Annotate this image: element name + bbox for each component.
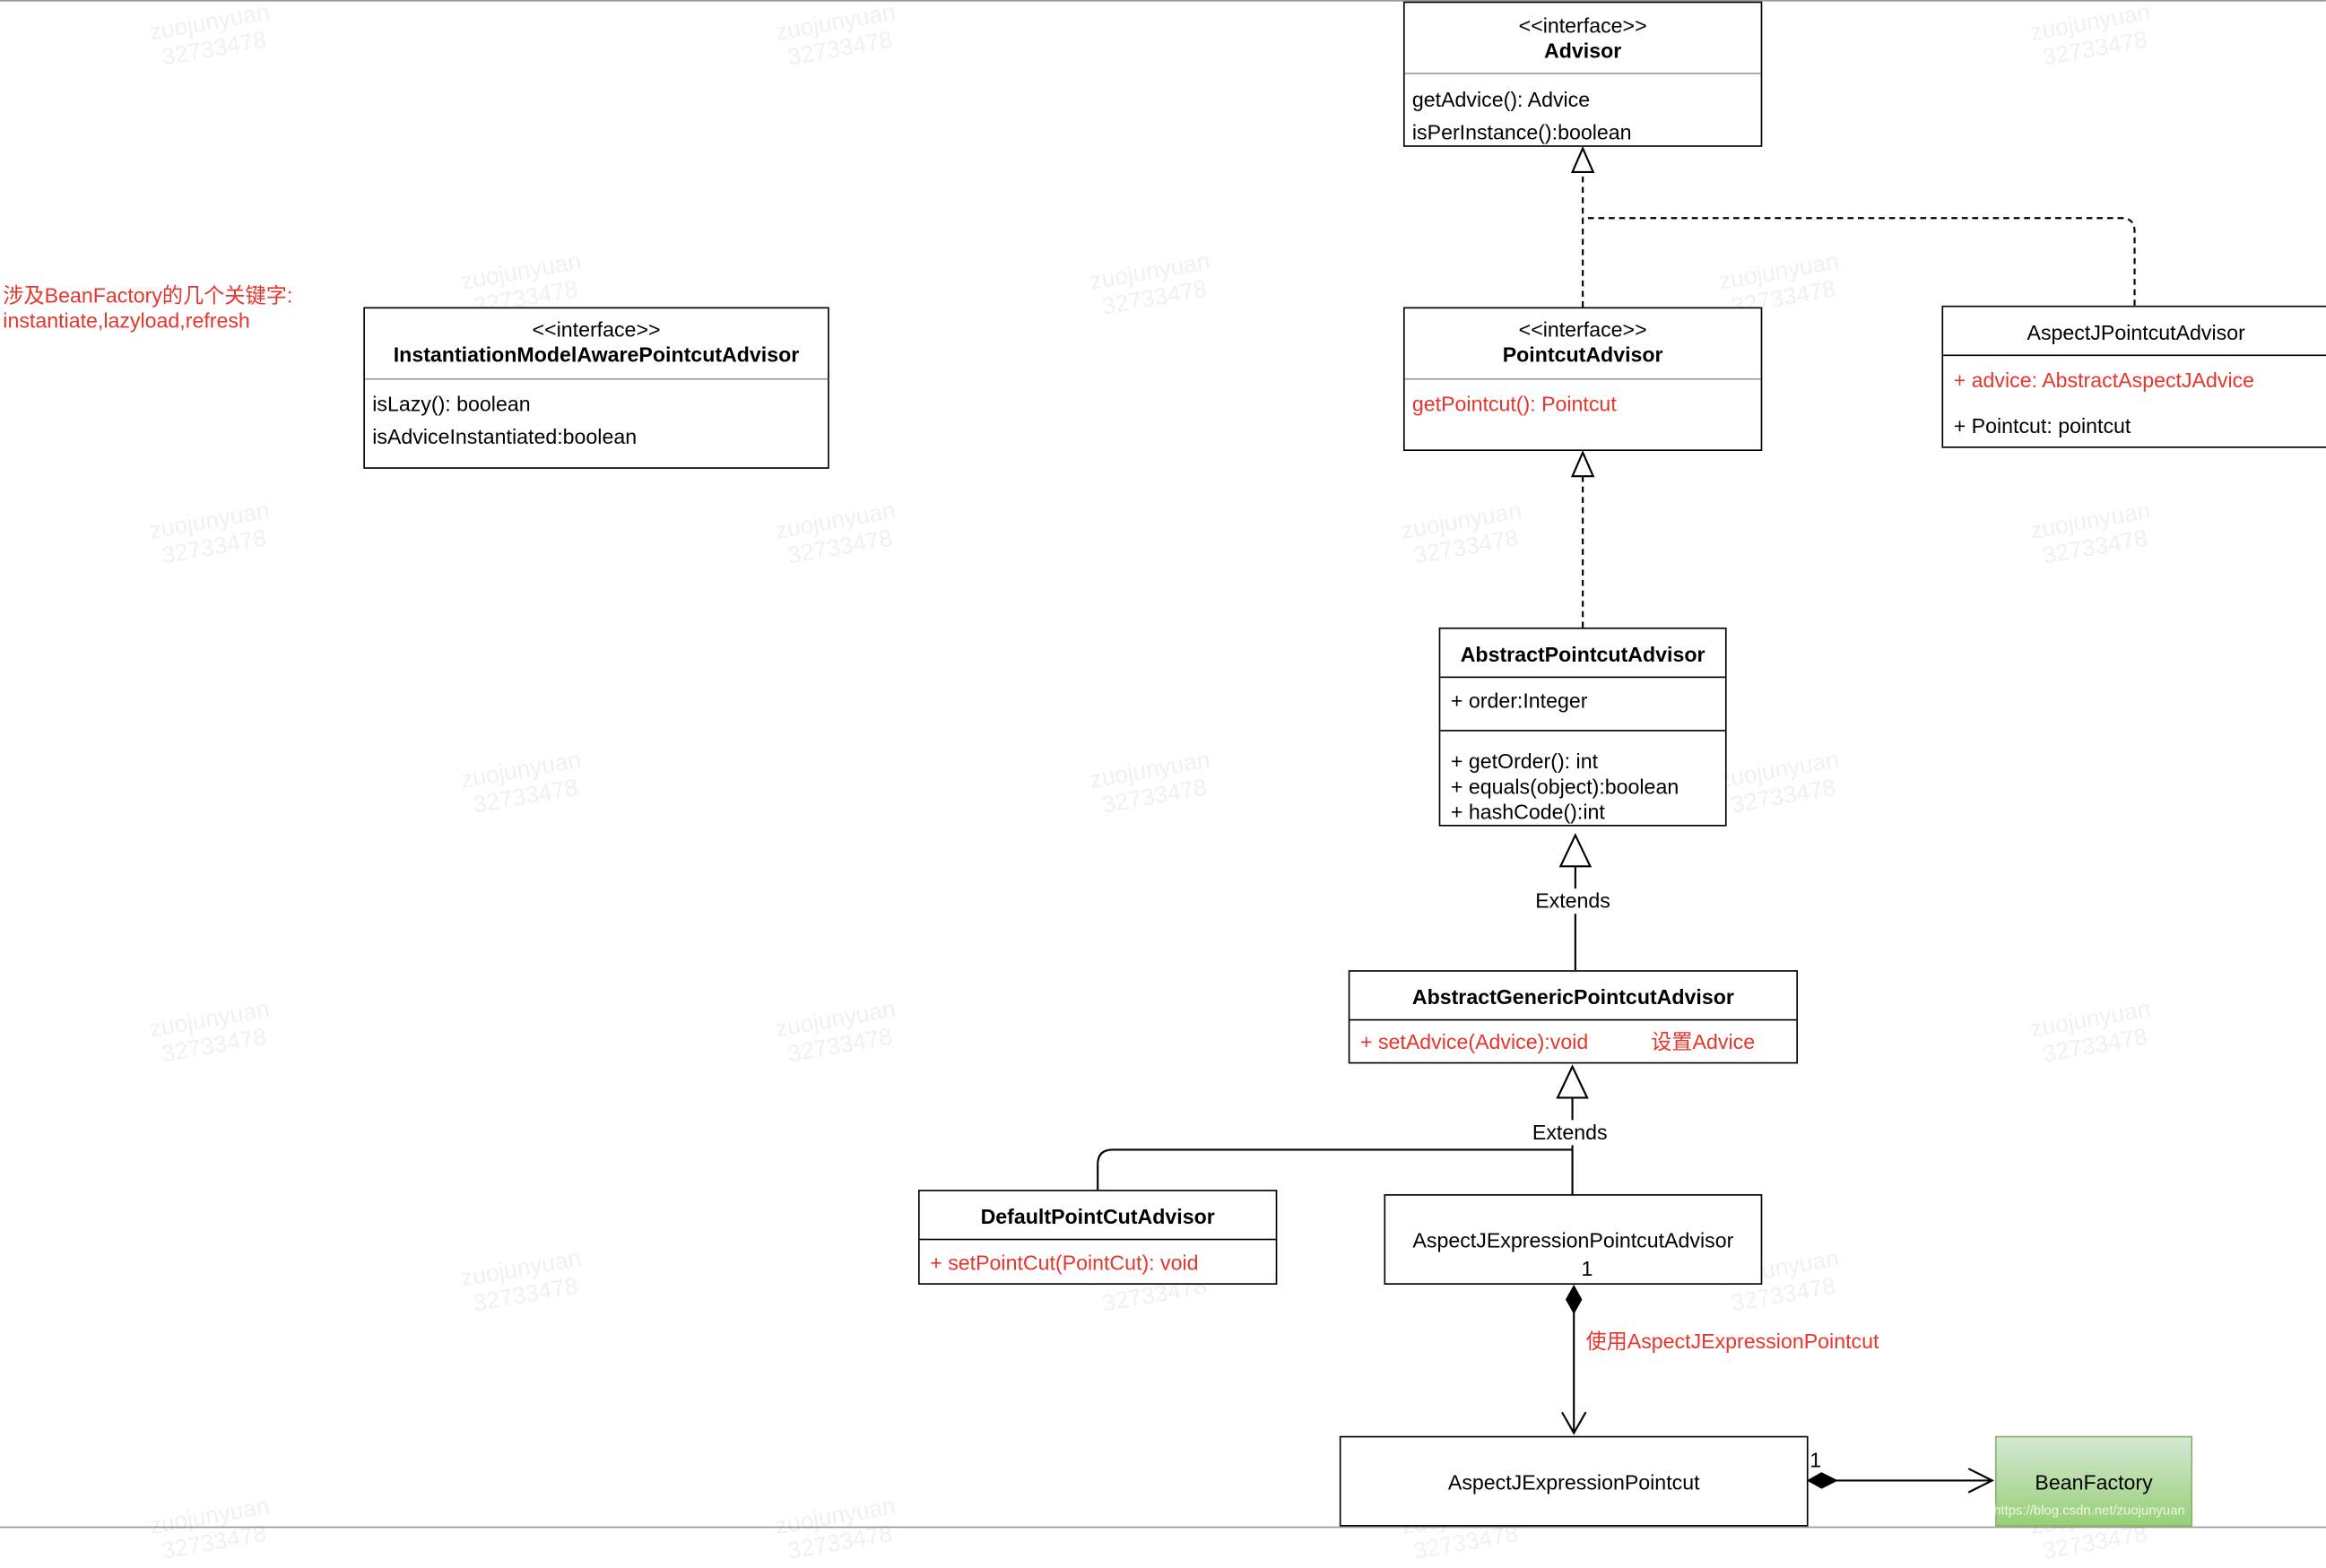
extends-label-2: Extends xyxy=(1532,1120,1608,1146)
class-box-abstract-generic-pointcut-advisor[interactable]: AbstractGenericPointcutAdvisor + setAdvi… xyxy=(1348,970,1799,1064)
imapa-name: InstantiationModelAwarePointcutAdvisor xyxy=(393,342,800,367)
class-box-advisor[interactable]: <<interface>> Advisor getAdvice(): Advic… xyxy=(1402,1,1763,147)
source-credit: https://blog.csdn.net/zuojunyuan xyxy=(1993,1503,2185,1518)
imapa-method-2: isAdviceInstantiated:boolean xyxy=(372,424,638,448)
diamond-pointcut-side xyxy=(1806,1472,1838,1489)
pointcutadvisor-methods: getPointcut(): Pointcut xyxy=(1404,377,1761,449)
advisor-name: Advisor xyxy=(1544,39,1622,63)
abstractgenericpointcutadvisor-comment: 设置Advice xyxy=(1651,1029,1756,1053)
pointcutadvisor-name: PointcutAdvisor xyxy=(1502,342,1663,367)
abstractpointcutadvisor-methods: + getOrder(): int + equals(object):boole… xyxy=(1440,730,1725,825)
advisor-header: <<interface>> Advisor xyxy=(1405,3,1761,73)
defaultpointcutadvisor-methods: + setPointCut(PointCut): void xyxy=(919,1238,1276,1284)
abstractgenericpointcutadvisor-methods: + setAdvice(Advice):void 设置Advice xyxy=(1350,1018,1797,1062)
class-box-instantiation-model-aware-pointcut-advisor[interactable]: <<interface>> InstantiationModelAwarePoi… xyxy=(363,307,829,469)
triangle-abstractpointcutadvisor xyxy=(1558,833,1593,868)
advisor-method-1: getAdvice(): Advice xyxy=(1411,87,1591,112)
imapa-method-1: isLazy(): boolean xyxy=(372,391,531,416)
aspectjpointcutadvisor-header: AspectJPointcutAdvisor xyxy=(1943,308,2326,355)
triangle-advisor xyxy=(1570,145,1595,174)
aspectjpointcutadvisor-name: AspectJPointcutAdvisor xyxy=(2027,320,2245,344)
abstractpointcutadvisor-method-3: + hashCode():int xyxy=(1450,799,1605,824)
aspectjexpressionpointcut-name: AspectJExpressionPointcut xyxy=(1447,1469,1700,1494)
multiplicity-label-1: 1 xyxy=(1581,1256,1593,1281)
aspectjexpressionpointcutadvisor-name: AspectJExpressionPointcutAdvisor xyxy=(1412,1228,1734,1252)
defaultpointcutadvisor-header: DefaultPointCutAdvisor xyxy=(920,1191,1276,1239)
abstractpointcutadvisor-name: AbstractPointcutAdvisor xyxy=(1460,642,1705,666)
page-border-top xyxy=(0,0,2326,2)
advisor-stereotype: <<interface>> xyxy=(1518,13,1647,38)
abstractpointcutadvisor-header: AbstractPointcutAdvisor xyxy=(1440,629,1725,677)
triangle-pointcutadvisor xyxy=(1570,450,1595,478)
triangle-abstractgenericpointcutadvisor xyxy=(1556,1064,1589,1099)
composition-label: 使用AspectJExpressionPointcut xyxy=(1585,1329,1879,1354)
extends-default-generic xyxy=(1097,1148,1573,1191)
beanfactory-name: BeanFactory xyxy=(2035,1469,2153,1494)
class-box-pointcut-advisor[interactable]: <<interface>> PointcutAdvisor getPointcu… xyxy=(1402,307,1763,452)
pointcutadvisor-stereotype: <<interface>> xyxy=(1518,317,1647,342)
pointcutadvisor-method-1: getPointcut(): Pointcut xyxy=(1411,391,1617,416)
abstractgenericpointcutadvisor-header: AbstractGenericPointcutAdvisor xyxy=(1350,972,1796,1019)
connector-layer xyxy=(1097,145,2136,1494)
advisor-methods: getAdvice(): Advice isPerInstance():bool… xyxy=(1404,73,1761,145)
class-box-abstract-pointcut-advisor[interactable]: AbstractPointcutAdvisor + order:Integer … xyxy=(1438,627,1727,827)
open-arrow-beanfactory xyxy=(1967,1468,1995,1494)
multiplicity-label-2: 1 xyxy=(1810,1447,1822,1472)
abstractgenericpointcutadvisor-method-1: + setAdvice(Advice):void xyxy=(1359,1029,1589,1053)
imapa-header: <<interface>> InstantiationModelAwarePoi… xyxy=(365,308,828,378)
aspectjpointcutadvisor-attr-1: + advice: AbstractAspectJAdvice xyxy=(1953,368,2255,392)
aspectjpointcutadvisor-attr-2: + Pointcut: pointcut xyxy=(1953,413,2131,438)
advisor-method-2: isPerInstance():boolean xyxy=(1411,120,1632,144)
class-box-aspectj-expression-pointcut[interactable]: AspectJExpressionPointcut xyxy=(1339,1435,1809,1527)
extends-label-1: Extends xyxy=(1535,888,1610,914)
page-border-bottom xyxy=(0,1526,2326,1529)
abstractpointcutadvisor-attributes: + order:Integer xyxy=(1440,676,1725,731)
abstractpointcutadvisor-method-2: + equals(object):boolean xyxy=(1450,774,1679,799)
imapa-stereotype: <<interface>> xyxy=(532,317,661,342)
abstractpointcutadvisor-attr-1: + order:Integer xyxy=(1450,688,1588,713)
imapa-methods: isLazy(): boolean isAdviceInstantiated:b… xyxy=(364,377,829,467)
class-box-bean-factory[interactable]: BeanFactory xyxy=(1995,1435,2193,1527)
abstractgenericpointcutadvisor-name: AbstractGenericPointcutAdvisor xyxy=(1411,984,1734,1009)
class-box-aspectj-expression-pointcut-advisor[interactable]: AspectJExpressionPointcutAdvisor xyxy=(1384,1194,1763,1285)
open-arrow-pointcut xyxy=(1561,1411,1587,1435)
keyword-note-line2: instantiate,lazyload,refresh xyxy=(3,308,250,333)
abstractpointcutadvisor-method-1: + getOrder(): int xyxy=(1450,749,1599,774)
keyword-note-line1: 涉及BeanFactory的几个关键字: xyxy=(3,283,293,308)
class-box-aspectj-pointcut-advisor[interactable]: AspectJPointcutAdvisor + advice: Abstrac… xyxy=(1941,305,2326,448)
realization-aspectjpointcutadvisor-advisor xyxy=(1583,217,2136,306)
class-box-default-pointcut-advisor[interactable]: DefaultPointCutAdvisor + setPointCut(Poi… xyxy=(918,1190,1278,1285)
defaultpointcutadvisor-name: DefaultPointCutAdvisor xyxy=(980,1204,1215,1229)
defaultpointcutadvisor-method-1: + setPointCut(PointCut): void xyxy=(930,1250,1199,1275)
pointcutadvisor-header: <<interface>> PointcutAdvisor xyxy=(1405,308,1761,378)
diamond-advisor-side xyxy=(1565,1284,1583,1315)
aspectjpointcutadvisor-attributes: + advice: AbstractAspectJAdvice + Pointc… xyxy=(1943,354,2326,446)
